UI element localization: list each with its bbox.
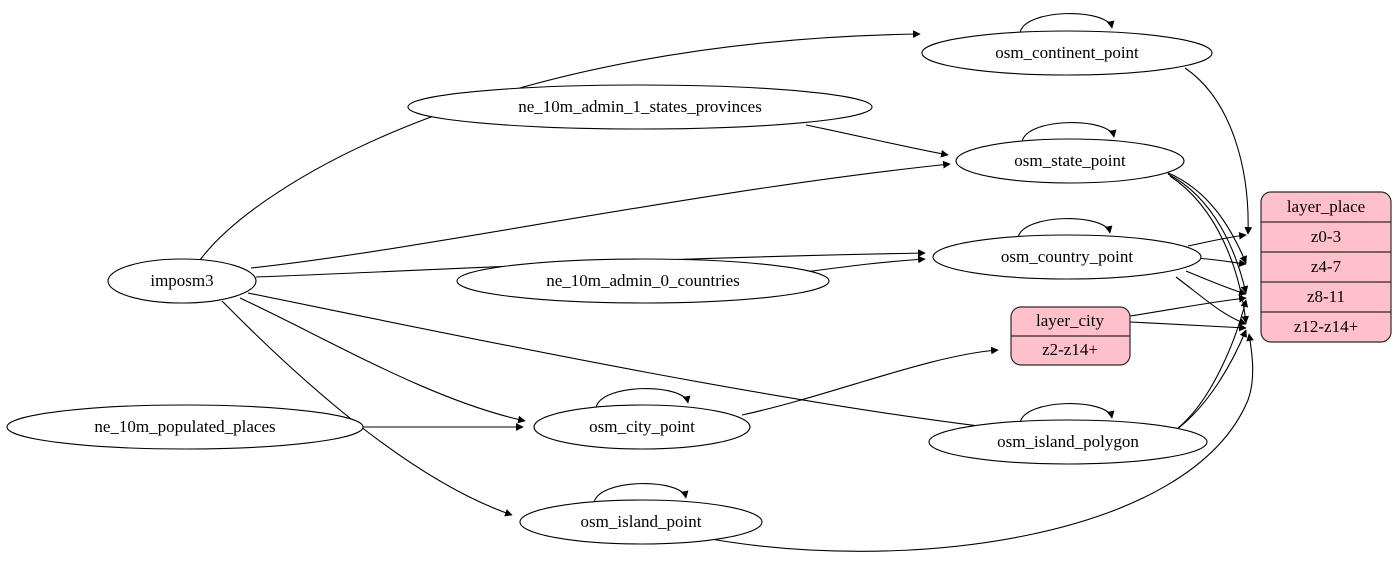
- node-ne-admin1-shape[interactable]: [407, 84, 873, 130]
- node-osm-country-point-shape[interactable]: [932, 234, 1202, 280]
- edge-self-osm-island-polygon: [1019, 403, 1115, 424]
- layer-place-row-z4-7[interactable]: z4-7: [1311, 257, 1342, 276]
- edge-imposm3-to-osm-island-polygon: [247, 292, 996, 432]
- node-osm-continent-point-label: osm_continent_point: [995, 43, 1139, 62]
- node-ne-populated-shape[interactable]: [6, 404, 364, 450]
- edge-osm-island-point-to-layer-place-z12-z14: [699, 333, 1254, 552]
- node-ne-admin0-label: ne_10m_admin_0_countries: [546, 271, 740, 290]
- node-osm-island-polygon[interactable]: osm_island_polygon: [928, 419, 1208, 465]
- edge-ne-admin1-to-osm-state-point: [805, 124, 949, 158]
- node-ne-10m-admin-0-countries[interactable]: ne_10m_admin_0_countries: [456, 258, 830, 304]
- edge-self-osm-state-point: [1021, 122, 1117, 143]
- node-osm-city-point-label: osm_city_point: [589, 417, 695, 436]
- layer-city-title: layer_city: [1036, 311, 1104, 330]
- layer-place-row-z0-3[interactable]: z0-3: [1311, 227, 1341, 246]
- layer-city-node[interactable]: layer_city z2-z14+: [1010, 306, 1131, 366]
- edge-layer: [199, 13, 1254, 552]
- node-ne-admin1-label: ne_10m_admin_1_states_provinces: [518, 97, 762, 116]
- table-nodes: osm_continent_point osm_state_point osm_…: [519, 30, 1213, 545]
- edge-layer-city-to-layer-place-z12-z14: [1129, 321, 1247, 332]
- node-imposm3-shape[interactable]: [107, 258, 257, 304]
- layer-place-node[interactable]: layer_place z0-3 z4-7 z8-11 z12-z14+: [1260, 191, 1392, 343]
- edge-imposm3-to-osm-continent-point: [199, 30, 921, 261]
- layer-city-row-z2-z14[interactable]: z2-z14+: [1042, 340, 1098, 359]
- node-osm-state-point[interactable]: osm_state_point: [955, 138, 1185, 184]
- edge-self-osm-continent-point: [1019, 13, 1115, 34]
- node-osm-city-point[interactable]: osm_city_point: [533, 404, 751, 450]
- node-osm-island-polygon-label: osm_island_polygon: [997, 432, 1139, 451]
- edge-imposm3-to-osm-city-point: [239, 297, 526, 424]
- layer-place-title: layer_place: [1287, 197, 1365, 216]
- edge-osm-city-point-to-layer-city-z2-z14: [741, 346, 999, 416]
- edge-osm-island-polygon-to-layer-place-z8-11: [1177, 299, 1249, 429]
- edge-osm-country-point-to-layer-place-z12-z14: [1175, 276, 1247, 326]
- node-imposm3-label: imposm3: [150, 271, 213, 290]
- layer-place-box[interactable]: [1260, 191, 1392, 343]
- source-nodes: imposm3 ne_10m_admin_1_states_provinces …: [6, 84, 873, 450]
- edge-osm-state-point-to-layer-place-z4-7: [1165, 171, 1247, 264]
- node-ne-10m-admin-1-states-provinces[interactable]: ne_10m_admin_1_states_provinces: [407, 84, 873, 130]
- edge-osm-country-point-to-layer-place-z4-7: [1193, 257, 1247, 267]
- node-osm-city-point-shape[interactable]: [533, 404, 751, 450]
- node-osm-island-polygon-shape[interactable]: [928, 419, 1208, 465]
- edge-self-osm-city-point: [595, 388, 691, 409]
- node-ne-populated-label: ne_10m_populated_places: [94, 417, 275, 436]
- edge-osm-country-point-to-layer-place-z0-3: [1187, 231, 1247, 247]
- edge-osm-island-polygon-to-layer-place-z12-z14: [1175, 329, 1247, 431]
- edge-self-osm-island-point: [593, 483, 689, 504]
- node-osm-country-point[interactable]: osm_country_point: [932, 234, 1202, 280]
- edge-osm-continent-point-to-layer-place-z0-3: [1184, 67, 1253, 235]
- node-osm-country-point-label: osm_country_point: [1001, 247, 1133, 266]
- edge-self-osm-country-point: [1017, 218, 1113, 239]
- layer-place-row-z8-11[interactable]: z8-11: [1307, 287, 1345, 306]
- node-osm-state-point-shape[interactable]: [955, 138, 1185, 184]
- edge-ne-admin0-to-osm-country-point: [804, 255, 926, 273]
- node-osm-island-point-shape[interactable]: [519, 499, 763, 545]
- node-ne-10m-populated-places[interactable]: ne_10m_populated_places: [6, 404, 364, 450]
- edge-imposm3-to-osm-state-point: [250, 160, 951, 269]
- layer-place-row-z12-z14[interactable]: z12-z14+: [1294, 317, 1358, 336]
- node-imposm3[interactable]: imposm3: [107, 258, 257, 304]
- node-osm-continent-point[interactable]: osm_continent_point: [921, 30, 1213, 76]
- node-osm-state-point-label: osm_state_point: [1014, 151, 1126, 170]
- edge-osm-state-point-to-layer-place-z8-11: [1167, 173, 1249, 294]
- edge-layer-city-to-layer-place-z8-11: [1129, 294, 1247, 317]
- edge-osm-country-point-to-layer-place-z8-11: [1185, 270, 1247, 296]
- node-osm-island-point-label: osm_island_point: [581, 512, 702, 531]
- node-osm-continent-point-shape[interactable]: [921, 30, 1213, 76]
- node-ne-admin0-shape[interactable]: [456, 258, 830, 304]
- node-osm-island-point[interactable]: osm_island_point: [519, 499, 763, 545]
